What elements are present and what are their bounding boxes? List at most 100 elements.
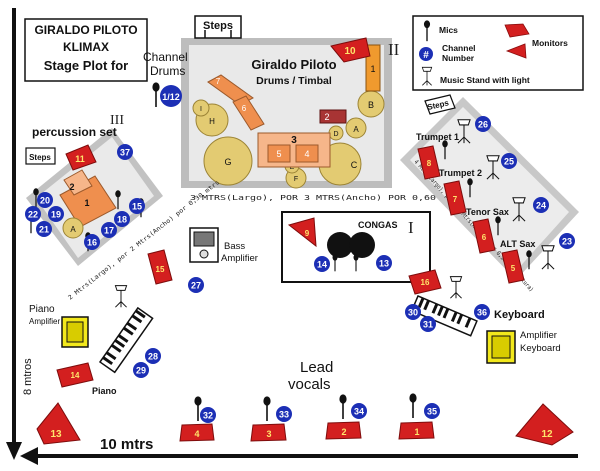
legend-hash: #	[423, 50, 429, 61]
channel-badge-36	[474, 304, 490, 320]
svg-text:A: A	[70, 225, 76, 234]
channel-number-28: 28	[148, 352, 158, 362]
keyboard-instrument	[410, 295, 478, 337]
svg-text:14: 14	[71, 371, 80, 380]
channel-badge-34	[351, 403, 367, 419]
monitor-16	[408, 269, 442, 295]
channel-badge-37	[117, 144, 133, 160]
svg-text:2: 2	[341, 427, 346, 437]
svg-text:8: 8	[427, 159, 432, 168]
monitor-11	[65, 144, 97, 171]
drum-steps-box	[194, 15, 242, 39]
bass-stand	[114, 285, 128, 308]
svg-text:5: 5	[511, 264, 516, 273]
svg-text:15: 15	[156, 265, 165, 274]
channel-number-25: 25	[504, 157, 514, 167]
legend-box	[412, 15, 584, 91]
drum-zone-roman: II	[388, 40, 400, 59]
channel-badge-32	[200, 407, 216, 423]
channel-badge-16	[84, 234, 100, 250]
channel-number-32: 32	[203, 411, 213, 421]
trumpet-1-label: Trumpet 1	[416, 132, 459, 142]
channel-badge-20	[37, 192, 53, 208]
conga-left	[327, 232, 353, 258]
drum-item-4	[295, 144, 319, 163]
channel-number-34: 34	[354, 407, 364, 417]
band-name: GIRALDO PILOTO	[34, 23, 137, 37]
conga-right	[349, 232, 375, 258]
channel-badge-24	[533, 197, 549, 213]
monitor-2	[325, 421, 362, 440]
channel-number-35: 35	[427, 407, 437, 417]
drums-channel-label-2: Drums	[150, 64, 185, 78]
monitor-12	[515, 403, 574, 446]
channel-badge-30	[405, 304, 421, 320]
keyboard-stand	[449, 276, 463, 299]
svg-text:1: 1	[84, 198, 89, 208]
tenor-sax-label: Tenor Sax	[466, 207, 509, 217]
svg-text:16: 16	[421, 278, 430, 287]
svg-text:G: G	[224, 157, 231, 167]
drum-steps-label: Steps	[203, 20, 233, 32]
svg-text:10: 10	[344, 46, 356, 57]
svg-text:I: I	[200, 106, 202, 113]
monitor-3	[250, 423, 287, 442]
channel-number-17: 17	[104, 226, 114, 236]
svg-text:3: 3	[266, 429, 271, 439]
channel-badge-23	[559, 233, 575, 249]
channel-number-29: 29	[136, 366, 146, 376]
drum-a	[345, 117, 367, 139]
svg-text:1: 1	[370, 64, 375, 74]
legend-monitor-icon-1	[504, 23, 530, 38]
drum-item-2	[319, 109, 347, 124]
svg-text:A: A	[353, 125, 359, 134]
channel-number-14: 14	[317, 260, 327, 270]
alt-sax-stand	[541, 245, 555, 270]
channel-badge-22	[25, 206, 41, 222]
channel-badge-33	[276, 406, 292, 422]
drum-i	[192, 99, 210, 117]
horn-steps-box	[424, 94, 456, 115]
svg-text:D: D	[333, 131, 338, 138]
channel-badge-15	[129, 198, 145, 214]
drum-item-5	[267, 144, 291, 163]
channel-number-22: 22	[28, 210, 38, 220]
svg-text:12: 12	[541, 429, 553, 440]
band-subtitle: KLIMAX	[63, 40, 109, 54]
piano-label: Piano	[92, 386, 117, 396]
legend-monitor-icon-2	[505, 43, 527, 59]
svg-text:6: 6	[242, 104, 247, 113]
vocal-mic-1	[409, 393, 417, 418]
congas-roman: I	[408, 218, 414, 237]
channel-number-16: 16	[87, 238, 97, 248]
keyboard-amp-label-1: Amplifier	[520, 330, 557, 341]
channel-number-31: 31	[423, 320, 433, 330]
monitor-6	[472, 218, 496, 254]
svg-text:13: 13	[50, 429, 62, 440]
alt-sax-label: ALT Sax	[500, 239, 535, 249]
channel-number-24: 24	[536, 201, 546, 211]
channel-number-19: 19	[51, 210, 61, 220]
channel-number-13: 13	[379, 259, 389, 269]
svg-text:2: 2	[324, 112, 329, 122]
channel-badge-14	[314, 256, 330, 272]
vocal-mic-3	[263, 396, 271, 421]
legend-stand-label: Music Stand with light	[440, 75, 530, 85]
percussion-steps-label: Steps	[29, 153, 51, 162]
monitor-5	[501, 249, 525, 284]
drum-g	[203, 136, 253, 186]
vocal-mic-2	[339, 394, 347, 419]
channel-number-23: 23	[562, 237, 572, 247]
channel-number-21: 21	[39, 225, 49, 235]
horn-riser-top	[410, 107, 569, 271]
channel-number-27: 27	[191, 281, 201, 291]
monitor-13	[36, 402, 81, 445]
stage-plot-heading: Stage Plot for	[44, 58, 129, 73]
channel-number-36: 36	[477, 308, 487, 318]
width-label: 10 mtrs	[100, 436, 153, 453]
trumpet-2-label: Trumpet 2	[439, 168, 482, 178]
legend-channel-icon	[419, 47, 433, 61]
percussion-drum-a	[62, 217, 84, 239]
